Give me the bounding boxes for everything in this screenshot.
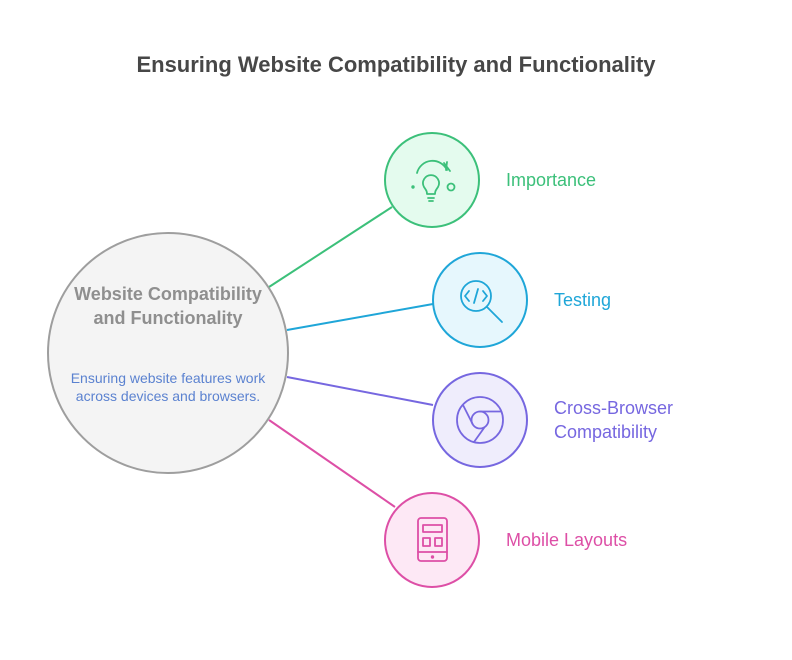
label-importance: Importance: [506, 170, 597, 190]
central-topic-circle: [47, 232, 289, 474]
connector-mobile: [268, 419, 396, 508]
node-testing: [432, 252, 528, 348]
central-topic-description: Ensuring website features work across de…: [70, 370, 266, 404]
code-search-icon: [460, 280, 503, 323]
connector-testing: [286, 303, 434, 331]
node-mobile: [384, 492, 480, 588]
node-importance: [384, 132, 480, 228]
page-title: Ensuring Website Compatibility and Funct…: [136, 52, 656, 77]
node-cross-browser: [432, 372, 528, 468]
connector-importance: [268, 206, 393, 288]
central-topic-title: Website Compatibility and Functionality: [74, 284, 262, 328]
chrome-browser-icon: [456, 396, 504, 444]
label-cross-browser: Cross-Browser Compatibility: [554, 398, 674, 442]
label-testing: Testing: [554, 290, 612, 310]
connector-cross-browser: [286, 376, 434, 406]
mobile-layout-icon: [417, 517, 448, 562]
lightbulb-icon: [411, 160, 456, 202]
label-mobile-layouts: Mobile Layouts: [506, 530, 628, 550]
